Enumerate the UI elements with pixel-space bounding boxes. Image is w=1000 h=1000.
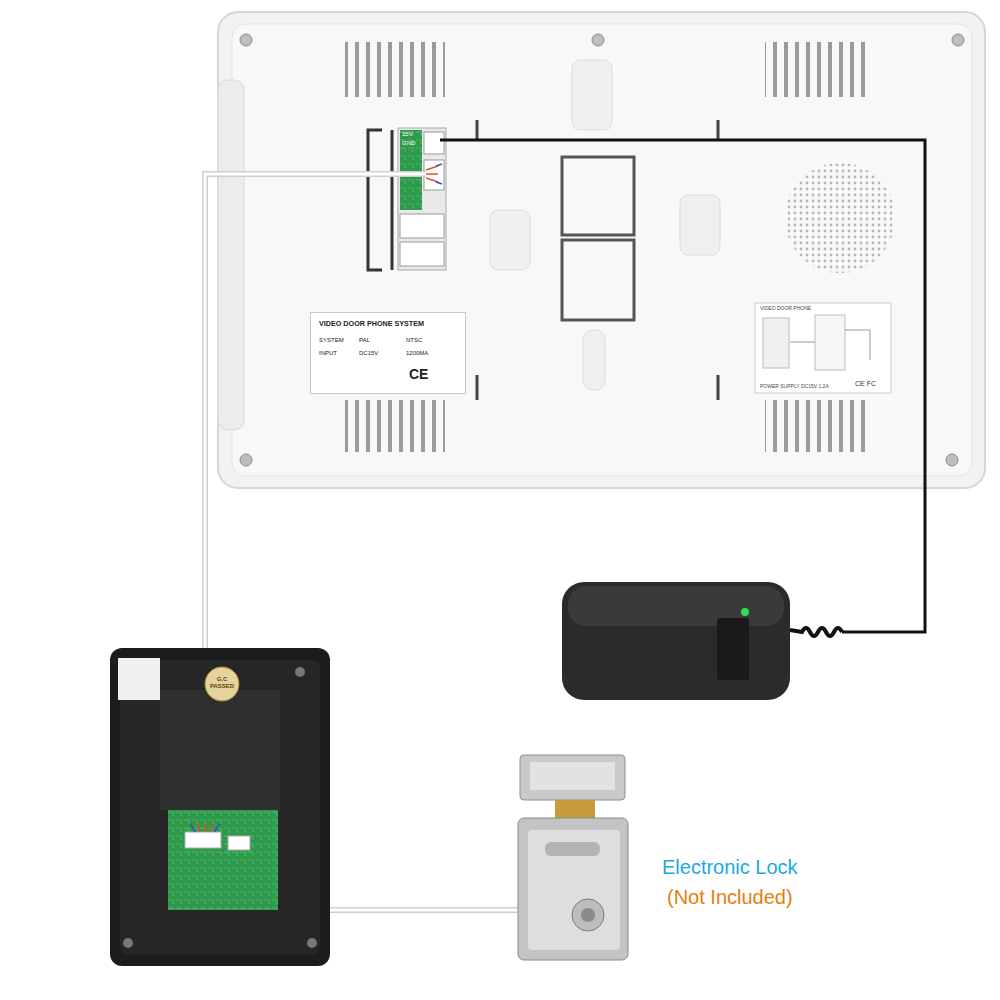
- screw: [240, 34, 252, 46]
- adapter-top: [568, 586, 784, 626]
- keyhole: [572, 899, 604, 931]
- lock-bolt: [555, 800, 595, 820]
- screw: [240, 454, 252, 466]
- sticker-title: VIDEO DOOR PHONE: [760, 306, 811, 312]
- screw: [592, 34, 604, 46]
- passed-text: G.C PASSED: [206, 676, 238, 689]
- camera-inner: [120, 660, 320, 955]
- power-adapter: [562, 582, 790, 700]
- lock-brand: [545, 842, 600, 856]
- door-camera: [110, 648, 330, 966]
- field-name: INPUT: [319, 350, 337, 357]
- electronic-lock: [518, 755, 628, 960]
- sticker-sketch: [763, 318, 789, 368]
- screw: [307, 938, 317, 948]
- pin-name: GND: [402, 140, 415, 147]
- mount-slot: [490, 210, 530, 270]
- wire-colors: [196, 824, 214, 832]
- monitor-back: [218, 12, 985, 488]
- adapter-plate: [717, 618, 749, 680]
- power-cord: [790, 628, 842, 636]
- rib: [477, 120, 718, 400]
- cert-marks: CE FC: [855, 380, 876, 388]
- connector-bracket: [368, 130, 392, 270]
- side-grip: [218, 80, 244, 430]
- lock-body: [518, 818, 628, 960]
- camera-sticker: [118, 658, 160, 700]
- sticker-sketch: [790, 330, 870, 360]
- center-frame: [562, 240, 634, 320]
- connector-board: [398, 128, 446, 270]
- camera-recess: [160, 690, 280, 810]
- terminal: [185, 832, 221, 848]
- mount-slot: [680, 195, 720, 255]
- screw: [295, 667, 305, 677]
- vent: [345, 42, 445, 97]
- sticker-note: POWER SUPPLY DC15V 1.2A: [760, 384, 829, 390]
- ce-mark: CE: [409, 367, 428, 382]
- terminal: [424, 160, 444, 190]
- lock-note: (Not Included): [667, 886, 793, 908]
- sticker-sketch: [815, 315, 845, 370]
- field-name: SYSTEM: [319, 337, 344, 344]
- monitor-inner: [232, 24, 972, 476]
- option-text: NTSC: [406, 337, 422, 344]
- lock-caption: Electronic Lock: [662, 856, 798, 878]
- power-led: [741, 608, 749, 616]
- wire-colors: [426, 166, 438, 182]
- center-frame: [562, 157, 634, 235]
- terminal: [424, 132, 444, 154]
- terminal: [400, 242, 444, 266]
- option-text: PAL: [359, 337, 370, 344]
- spec-label: VIDEO DOOR PHONE SYSTEM SYSTEM PAL NTSC INPU…: [310, 312, 466, 394]
- pin-name: 15V: [402, 131, 413, 138]
- monitor-housing: [218, 12, 985, 488]
- passed-sticker: [205, 667, 239, 701]
- wire-colors: [436, 164, 442, 184]
- pcb: [400, 130, 422, 210]
- wire-colors: [190, 824, 220, 832]
- keyhole: [581, 908, 595, 922]
- vent: [765, 400, 865, 452]
- mount-slot: [583, 330, 605, 390]
- mount-slot: [572, 60, 612, 130]
- lock-strike: [520, 755, 625, 800]
- power-wire: [440, 140, 925, 632]
- screw: [952, 34, 964, 46]
- vent: [345, 400, 445, 452]
- label-title: VIDEO DOOR PHONE SYSTEM: [319, 320, 424, 328]
- lock-face: [528, 830, 620, 950]
- lock-strike-face: [530, 762, 615, 790]
- spec-value: DC15V: [359, 350, 378, 357]
- adapter-body: [562, 582, 790, 700]
- wiring-sticker: [755, 303, 891, 393]
- screw: [123, 938, 133, 948]
- pcb: [168, 810, 278, 910]
- speaker-grille: [785, 163, 895, 273]
- screw: [946, 454, 958, 466]
- spec-value: 1200MA: [406, 350, 428, 357]
- vent: [765, 42, 865, 97]
- terminal: [400, 214, 444, 238]
- camera-body: [110, 648, 330, 966]
- terminal: [228, 836, 250, 850]
